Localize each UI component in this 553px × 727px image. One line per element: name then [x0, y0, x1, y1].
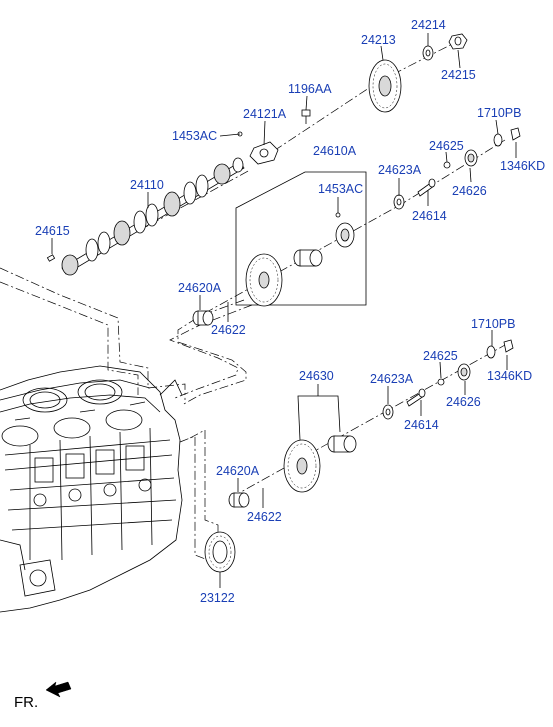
part-label-24213[interactable]: 24213: [361, 33, 396, 47]
leader-lines: [51, 33, 517, 588]
part-label-24614-bot[interactable]: 24614: [404, 418, 439, 432]
part-label-24215[interactable]: 24215: [441, 68, 476, 82]
part-label-1453AC-mid[interactable]: 1453AC: [318, 182, 363, 196]
idler-gear-lower[interactable]: [283, 435, 357, 493]
knock-pin[interactable]: [46, 254, 56, 262]
thrust-washer-lower[interactable]: [382, 404, 394, 420]
part-label-24622-top[interactable]: 24622: [211, 323, 246, 337]
part-label-24614-top[interactable]: 24614: [412, 209, 447, 223]
bushing-lower[interactable]: [228, 492, 250, 508]
part-label-24610A[interactable]: 24610A: [313, 144, 357, 158]
part-label-1346KD-top[interactable]: 1346KD: [500, 159, 545, 173]
part-label-1196AA[interactable]: 1196AA: [288, 82, 332, 96]
idler-gear-upper[interactable]: [245, 212, 355, 307]
idler-shaft-upper[interactable]: [417, 178, 436, 197]
plug-upper[interactable]: [510, 127, 521, 141]
part-label-24625-top[interactable]: 24625: [429, 139, 464, 153]
part-label-24622-bot[interactable]: 24622: [247, 510, 282, 524]
thrust-washer-upper[interactable]: [393, 194, 405, 210]
front-direction-label: FR.: [14, 694, 38, 711]
part-label-24214[interactable]: 24214: [411, 18, 446, 32]
o-ring-lower[interactable]: [437, 378, 445, 386]
front-direction-arrow-icon: [45, 681, 72, 698]
part-label-24623A-top[interactable]: 24623A: [378, 163, 422, 177]
bushing-upper[interactable]: [192, 310, 214, 326]
washer[interactable]: [422, 45, 434, 61]
nut[interactable]: [448, 33, 468, 50]
part-label-24121A[interactable]: 24121A: [243, 107, 287, 121]
camshaft-gear[interactable]: [368, 59, 402, 113]
camshaft[interactable]: [61, 157, 245, 276]
bolt[interactable]: [301, 109, 311, 124]
snap-ring-upper[interactable]: [493, 133, 503, 147]
plug-lower[interactable]: [503, 339, 514, 353]
part-label-1710PB-bot[interactable]: 1710PB: [471, 317, 515, 331]
part-label-24615[interactable]: 24615: [35, 224, 70, 238]
part-label-1453AC-top[interactable]: 1453AC: [172, 129, 217, 143]
part-label-1710PB-top[interactable]: 1710PB: [477, 106, 521, 120]
part-label-24623A-bot[interactable]: 24623A: [370, 372, 414, 386]
part-label-23122[interactable]: 23122: [200, 591, 235, 605]
seal-upper[interactable]: [464, 149, 478, 167]
part-label-24620A-top[interactable]: 24620A: [178, 281, 222, 295]
idler-shaft-lower[interactable]: [406, 388, 426, 407]
thrust-plate[interactable]: [237, 131, 279, 165]
part-label-24620A-bot[interactable]: 24620A: [216, 464, 260, 478]
front-direction-indicator: FR.: [14, 681, 72, 711]
part-label-24625-bot[interactable]: 24625: [423, 349, 458, 363]
engine-block-illustration: [0, 365, 183, 613]
part-label-24630[interactable]: 24630: [299, 369, 334, 383]
o-ring-upper[interactable]: [443, 161, 451, 169]
idler-gear-assembly-box: [235, 171, 367, 306]
seal-lower[interactable]: [457, 363, 471, 381]
part-label-24110[interactable]: 24110: [130, 178, 164, 192]
crankshaft-gear[interactable]: [204, 531, 236, 573]
part-labels: 24214 24213 24215 1196AA 24121A 1453AC 1…: [35, 18, 545, 605]
snap-ring-lower[interactable]: [486, 345, 496, 359]
part-label-24626-bot[interactable]: 24626: [446, 395, 481, 409]
part-label-24626-top[interactable]: 24626: [452, 184, 487, 198]
part-label-1346KD-bot[interactable]: 1346KD: [487, 369, 532, 383]
